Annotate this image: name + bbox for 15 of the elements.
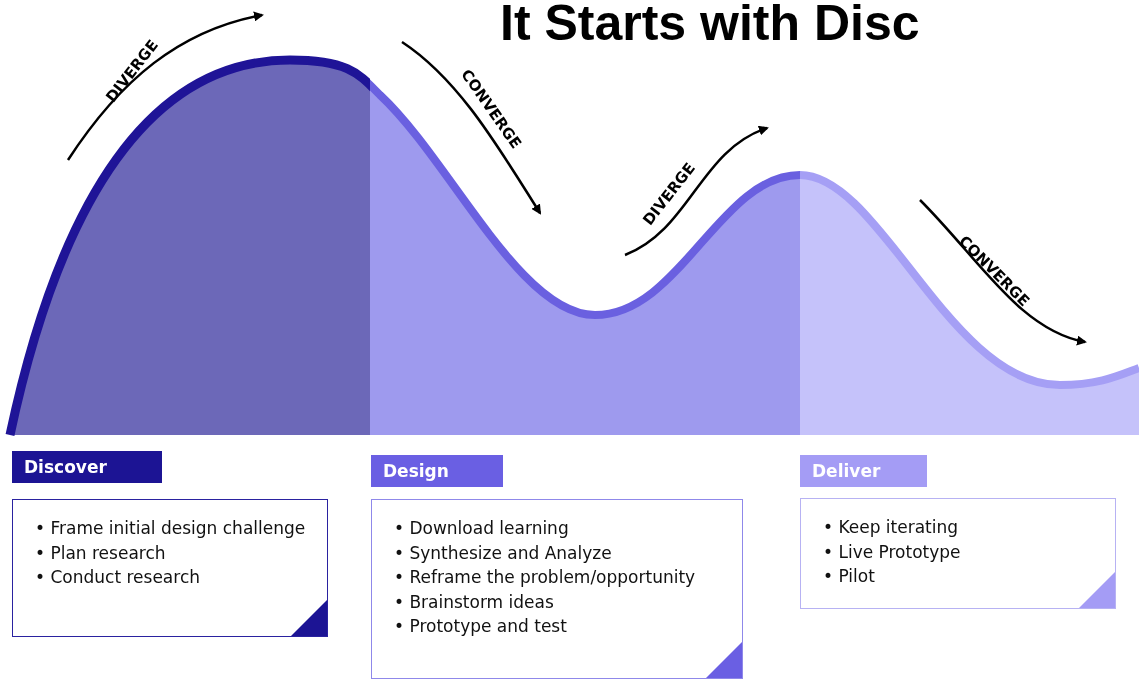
bullet-item: • Pilot [823,565,876,588]
phase-label: Discover [12,451,162,483]
phase-label: Deliver [800,455,927,487]
bullet-item: • Reframe the problem/opportunity [394,566,697,589]
bullet-item: • Frame initial design challenge [35,517,307,540]
bullet-item: • Plan research [35,541,167,565]
bullet-item: • Download learning [394,517,570,540]
bullet-item: • Prototype and test [394,615,568,638]
bullet-item: • Brainstorm ideas [394,590,555,614]
phase-label: Design [371,455,503,487]
bullet-item: • Live Prototype [823,540,962,564]
bullet-item: • Synthesize and Analyze [394,541,613,565]
bullet-item: • Keep iterating [823,516,960,539]
page-title: It Starts with Disc [500,0,920,52]
bullet-item: • Conduct research [35,566,201,589]
